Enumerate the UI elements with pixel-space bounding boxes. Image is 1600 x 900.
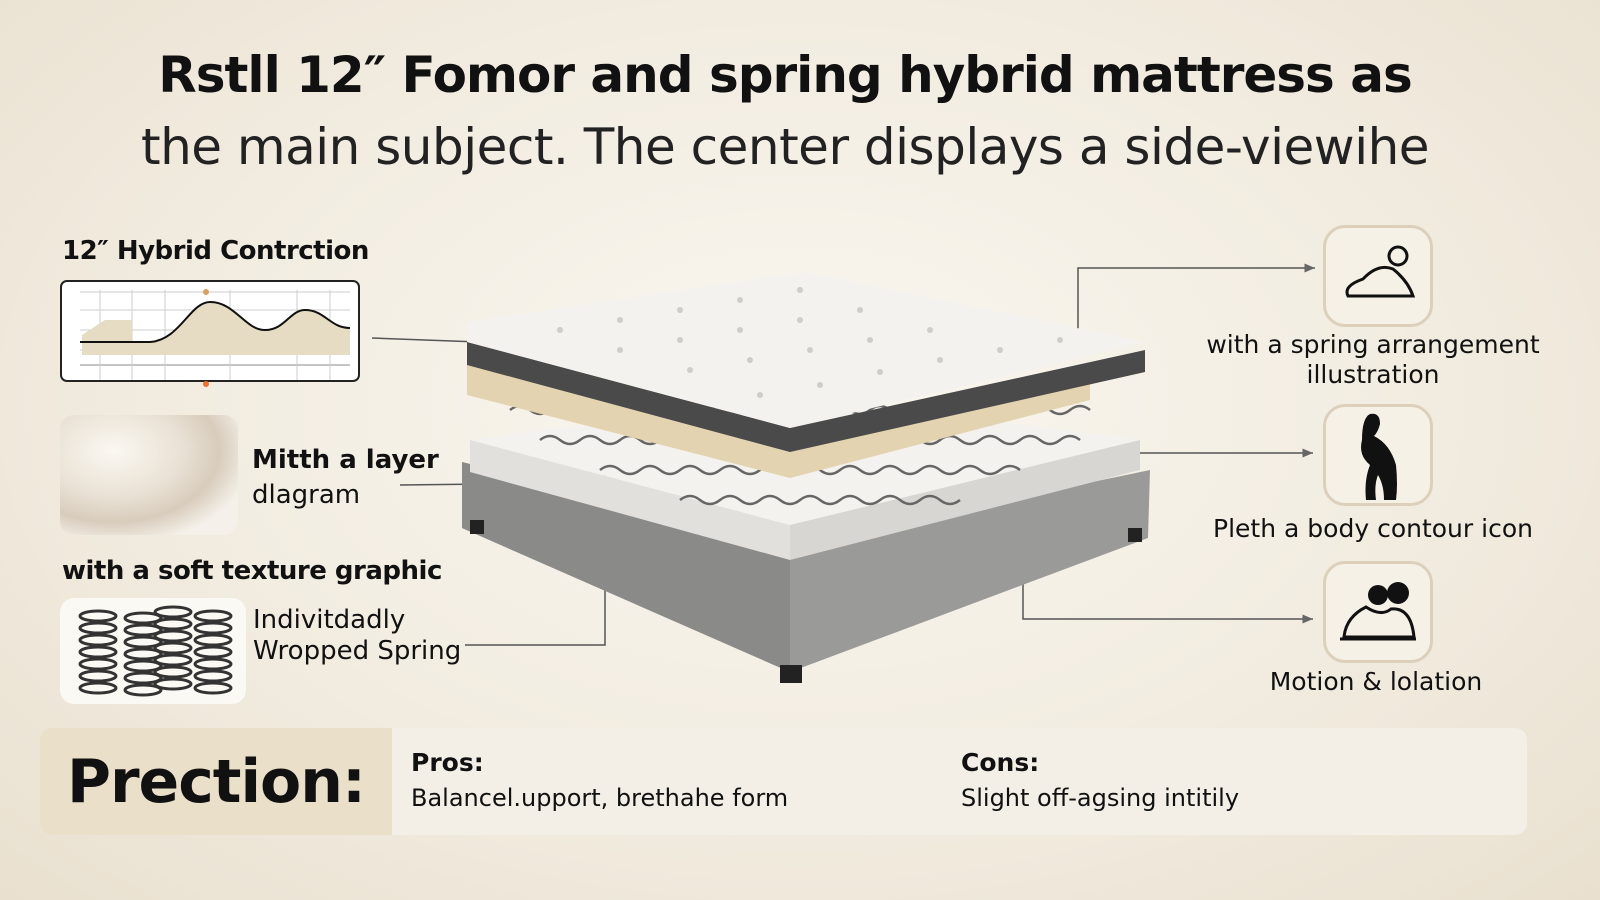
body-contour-icon-box — [1323, 404, 1433, 506]
title-line-1: Rstll 12″ Fomor and spring hybrid mattre… — [158, 46, 1412, 104]
mattress-illustration — [455, 260, 1155, 690]
layer-label-2: dlagram — [252, 480, 361, 510]
body-contour-icon — [1361, 413, 1397, 500]
sleeping-person-icon-box — [1323, 225, 1433, 327]
cons-label: Cons: — [961, 748, 1040, 777]
title-line-2: the main subject. The center displays a … — [140, 118, 1430, 176]
pros-label: Pros: — [411, 748, 484, 777]
spring-label-1: Indivitdadly — [253, 605, 406, 635]
couple-sleeping-icon — [1340, 582, 1416, 641]
soft-texture-image — [60, 415, 238, 535]
pros-text: Balancel.upport, brethahe form — [411, 784, 789, 812]
sleeping-person-icon — [1345, 245, 1416, 298]
construction-heading: 12″ Hybrid Contrction — [62, 236, 369, 266]
texture-heading: with a soft texture graphic — [62, 556, 442, 586]
right-label-1b: illustration — [1306, 360, 1440, 389]
firmness-curve-graphic — [60, 280, 360, 387]
footer-title: Prection: — [40, 728, 392, 835]
right-label-1a: with a spring arrangement — [1206, 330, 1540, 359]
springs-graphic — [60, 598, 246, 704]
cons-text: Slight off-agsing intitily — [961, 784, 1240, 812]
right-label-3: Motion & lolation — [1269, 667, 1483, 696]
pros-cons-band: Prection: Pros: Balancel.upport, brethah… — [40, 728, 1527, 835]
spring-label-2: Wropped Spring — [253, 636, 462, 666]
layer-label-1: Mitth a layer — [252, 445, 439, 475]
couple-sleeping-icon-box — [1323, 561, 1433, 663]
right-label-2: Pleth a body contour icon — [1213, 514, 1533, 543]
